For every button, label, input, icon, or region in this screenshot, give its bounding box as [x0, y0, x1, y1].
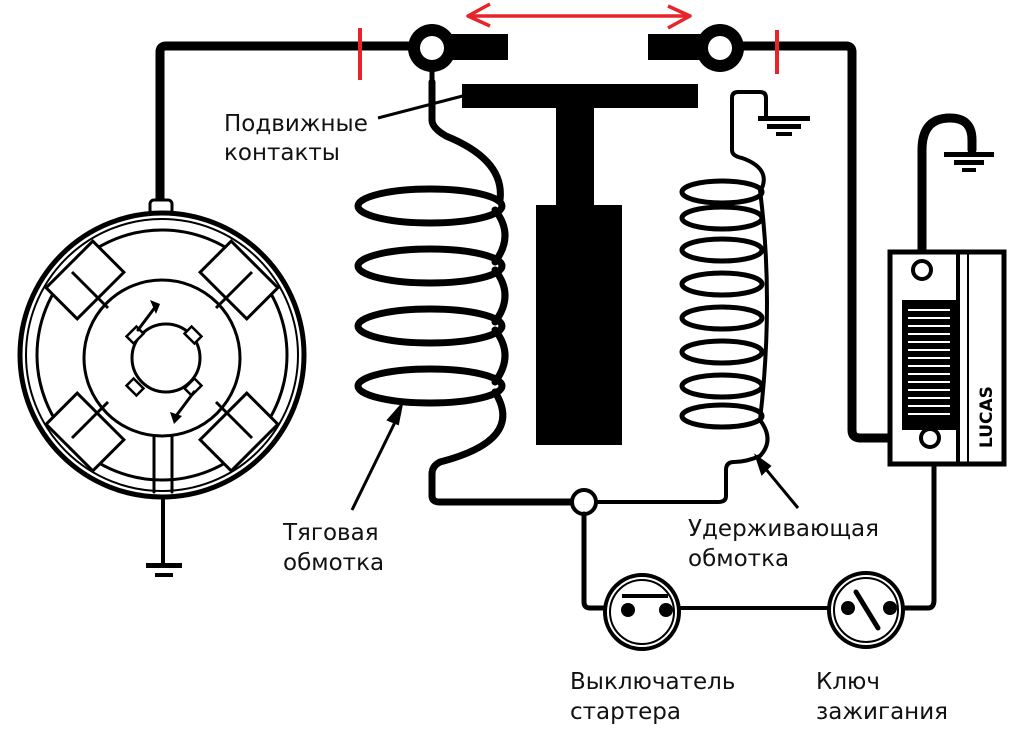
right-terminal [648, 24, 744, 72]
pull-in-arrow [350, 400, 404, 511]
pull-in-winding-label-line1: Тяговая [282, 520, 379, 546]
hold-in-arrow [754, 453, 800, 509]
plunger-core [536, 205, 622, 445]
contact-gap-arrow [466, 2, 692, 30]
battery-ground-icon [944, 152, 994, 172]
starter-switch[interactable] [603, 573, 681, 651]
moving-contacts-leader [377, 90, 479, 120]
moving-contact-bar [462, 84, 698, 108]
battery-brand: LUCAS [977, 386, 997, 448]
wire-motor-to-solenoid [155, 41, 417, 210]
starter-switch-label-line2: стартера [570, 699, 681, 725]
wire-junction-to-starter-switch [581, 511, 633, 611]
pull-in-winding [354, 78, 582, 506]
battery: LUCAS [887, 113, 1007, 467]
moving-contacts-label-line1: Подвижные [224, 111, 368, 137]
ignition-key-switch[interactable] [827, 571, 905, 649]
wire-solenoid-to-battery [728, 41, 927, 443]
left-terminal [408, 24, 508, 85]
starter-switch-label-line1: Выключатель [570, 669, 735, 695]
hold-in-winding-label-line2: обмотка [688, 546, 789, 572]
ignition-key-label-line2: зажигания [816, 699, 948, 725]
motor-ground-icon [146, 563, 182, 577]
hold-in-winding-label-line1: Удерживающая [688, 516, 879, 542]
starter-motor [17, 198, 307, 500]
wire-key-to-battery [889, 441, 937, 611]
ground-icon [758, 110, 810, 136]
moving-contacts-label-line2: контакты [224, 140, 340, 166]
pull-in-winding-label-line2: обмотка [283, 550, 384, 576]
hold-in-winding [590, 90, 770, 504]
plunger-stem [556, 108, 594, 208]
ignition-key-label-line1: Ключ [816, 669, 880, 695]
junction-node [570, 488, 598, 516]
